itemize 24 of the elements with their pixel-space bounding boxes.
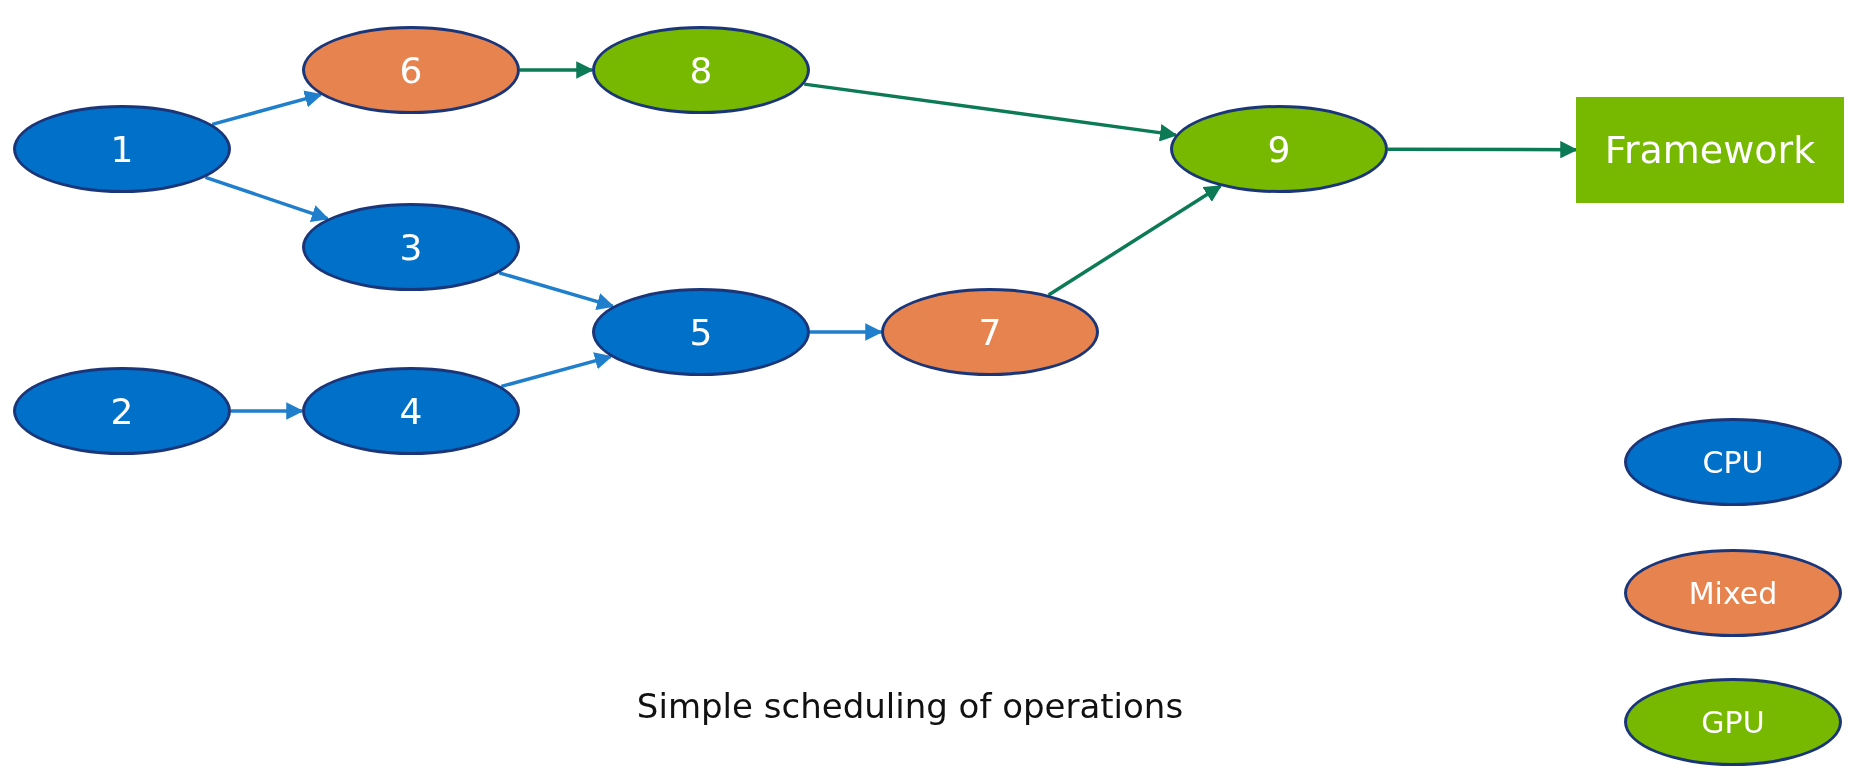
caption: Simple scheduling of operations (635, 686, 1185, 726)
legend-label: GPU (1701, 704, 1765, 740)
node-label: 4 (399, 390, 423, 432)
node-label: 2 (110, 390, 134, 432)
arrow (204, 175, 330, 222)
node-label: 8 (689, 49, 713, 91)
arrow (498, 271, 615, 311)
legend-label: CPU (1702, 444, 1764, 480)
arrow (211, 90, 323, 126)
legend-label: Mixed (1688, 575, 1778, 611)
node-label: 9 (1267, 128, 1291, 170)
node-label: 3 (399, 226, 423, 268)
node-label: 6 (399, 49, 423, 91)
node-label: 5 (689, 311, 713, 353)
node-label: 7 (978, 311, 1002, 353)
arrow (1047, 184, 1222, 297)
node-label: Framework (1604, 128, 1816, 172)
arrow (500, 352, 613, 389)
node-label: 1 (110, 128, 134, 170)
framework-box (1576, 97, 1844, 203)
arrow (520, 61, 594, 79)
arrow (810, 323, 883, 341)
arrow (231, 402, 304, 420)
arrow (1388, 140, 1578, 159)
